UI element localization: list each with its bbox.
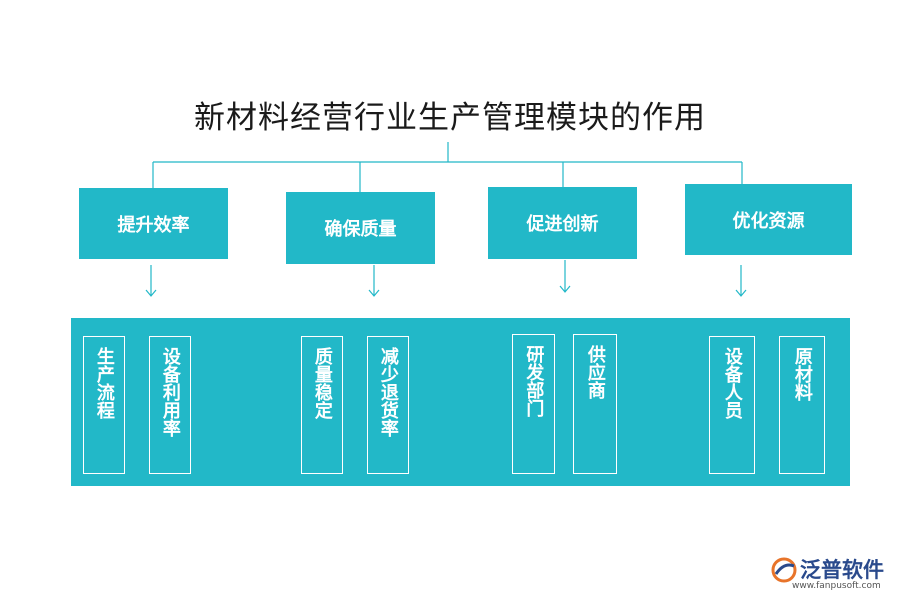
item-box: 设备利用率 <box>149 336 191 474</box>
item-label: 供应商 <box>584 345 606 399</box>
item-box: 质量稳定 <box>301 336 343 474</box>
category-box-innovation: 促进创新 <box>488 187 637 259</box>
fanpu-logo-icon <box>771 557 797 583</box>
items-panel <box>71 318 850 486</box>
item-box: 设备人员 <box>709 336 755 474</box>
item-box: 原材料 <box>779 336 825 474</box>
category-label: 确保质量 <box>324 219 397 240</box>
item-box: 研发部门 <box>512 334 555 474</box>
diagram-title: 新材料经营行业生产管理模块的作用 <box>194 100 706 136</box>
item-label: 生产流程 <box>93 347 115 419</box>
brand-name: 泛普软件 <box>800 558 884 582</box>
item-label: 原材料 <box>791 347 813 401</box>
item-label: 设备人员 <box>721 347 743 419</box>
brand-watermark: 泛普软件 www.fanpusoft.com <box>770 554 892 598</box>
item-label: 设备利用率 <box>159 347 181 437</box>
item-label: 减少退货率 <box>377 347 399 437</box>
item-box: 供应商 <box>573 334 617 474</box>
category-box-resources: 优化资源 <box>685 184 852 255</box>
category-box-quality: 确保质量 <box>286 192 435 264</box>
brand-url: www.fanpusoft.com <box>792 581 881 591</box>
category-label: 促进创新 <box>526 214 599 235</box>
item-box: 减少退货率 <box>367 336 409 474</box>
item-label: 质量稳定 <box>311 347 333 419</box>
category-label: 提升效率 <box>117 214 190 236</box>
item-label: 研发部门 <box>523 345 545 417</box>
category-label: 优化资源 <box>732 210 805 232</box>
item-box: 生产流程 <box>83 336 125 474</box>
category-box-efficiency: 提升效率 <box>79 188 228 259</box>
